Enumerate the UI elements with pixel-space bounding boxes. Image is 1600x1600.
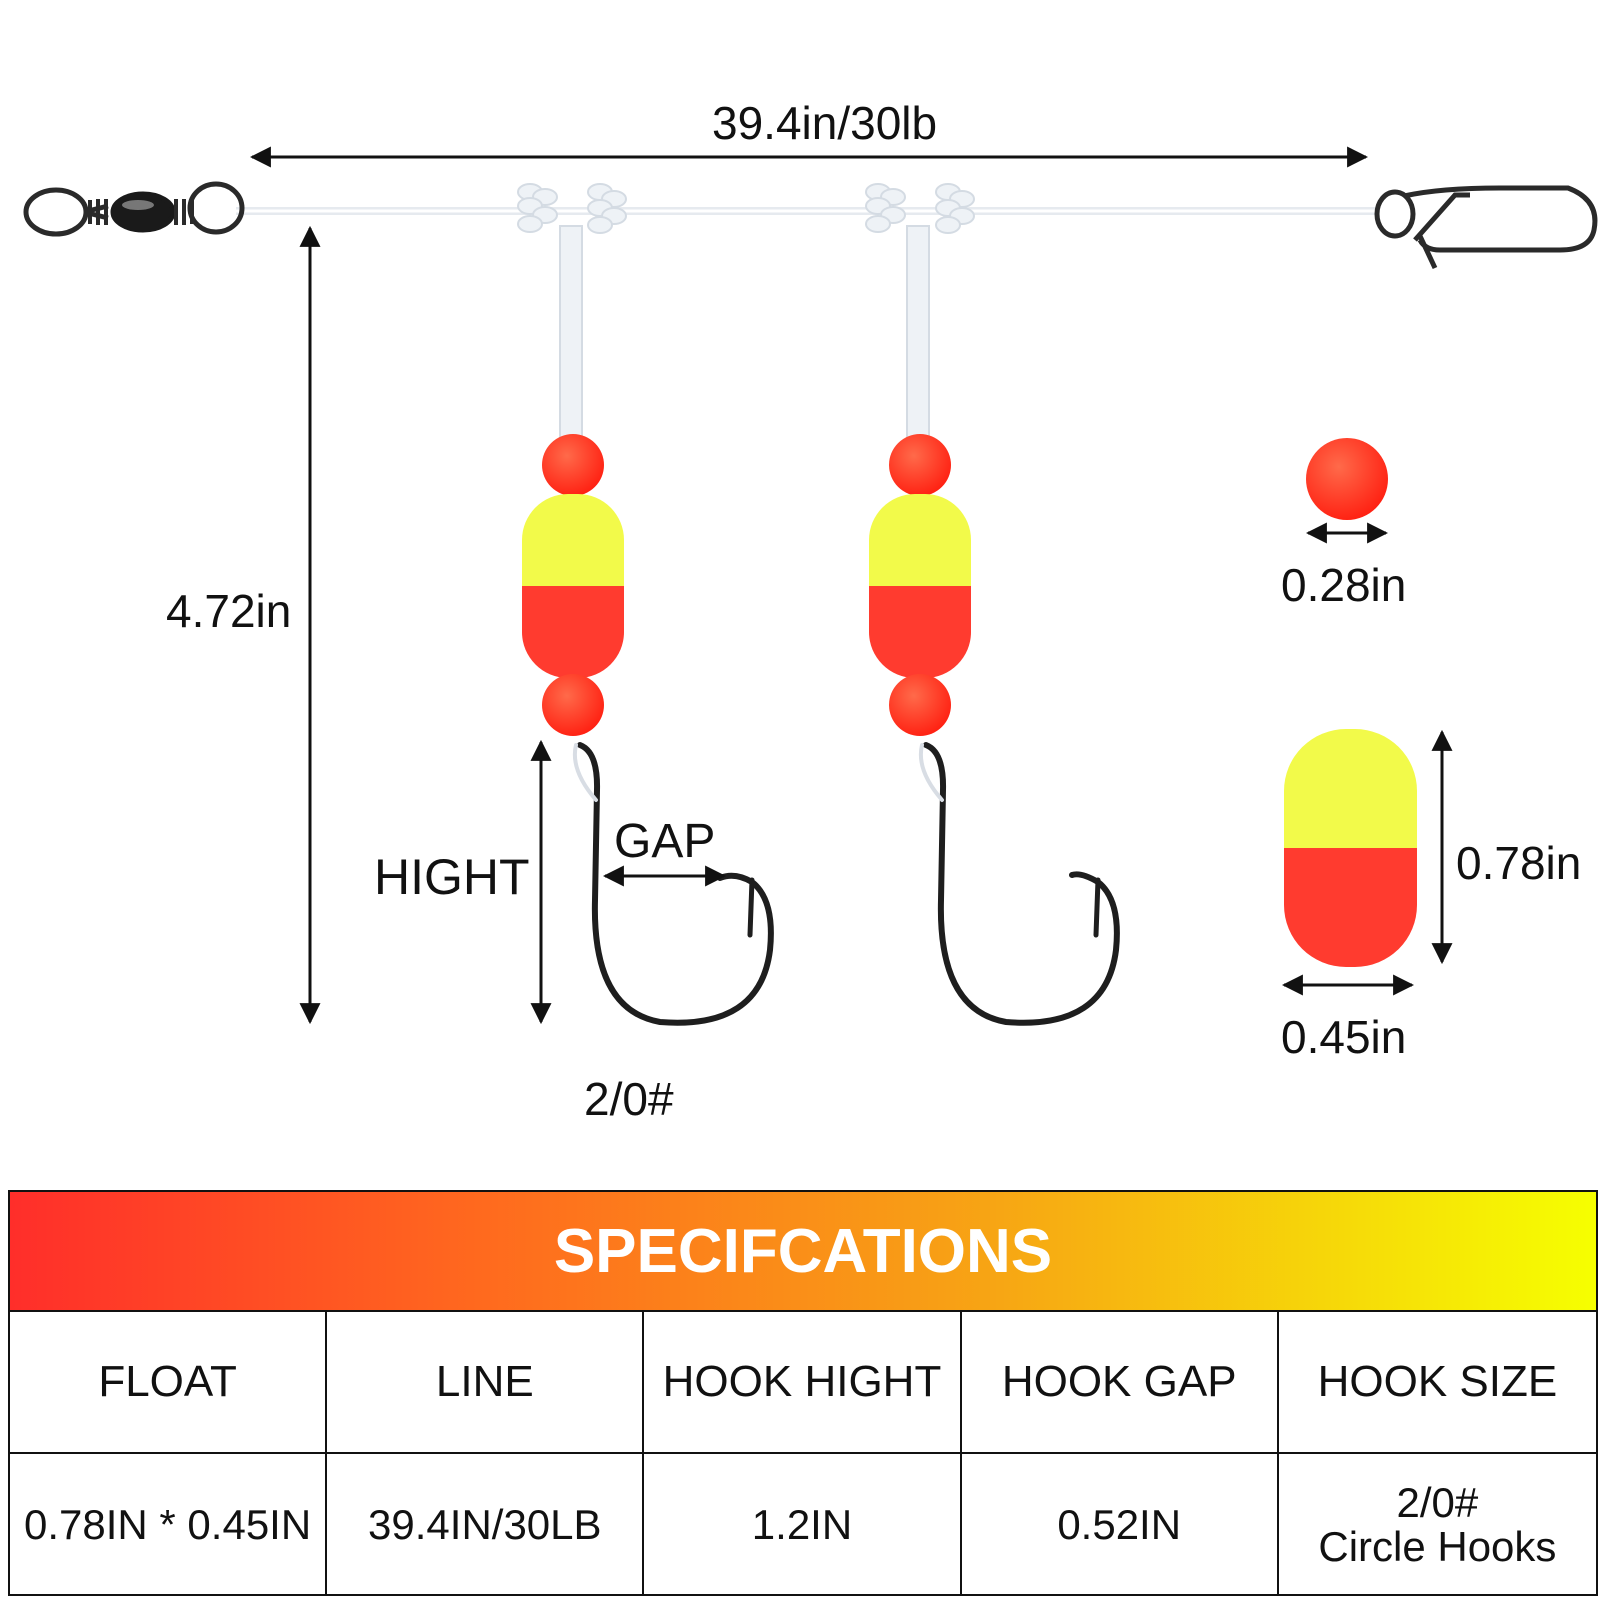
float-length-label: 0.78in — [1456, 837, 1582, 889]
hook-height-label: HIGHT — [374, 849, 530, 905]
hook-gap-label: GAP — [614, 815, 716, 868]
spec-header-float: FLOAT — [10, 1312, 328, 1454]
circle-hook-icon — [919, 742, 1120, 1026]
spec-header-hook-height: HOOK HIGHT — [644, 1312, 962, 1454]
specifications-table: SPECIFCATIONS FLOAT LINE HOOK HIGHT HOOK… — [8, 1190, 1598, 1596]
spec-header-hook-size: HOOK SIZE — [1278, 1312, 1596, 1454]
barrel-swivel-icon — [23, 181, 245, 237]
hook-size-label: 2/0# — [584, 1073, 674, 1125]
specifications-grid: FLOAT LINE HOOK HIGHT HOOK GAP HOOK SIZE… — [10, 1312, 1596, 1596]
dropper-line-left — [559, 225, 583, 447]
spec-value-line: 39.4IN/30LB — [327, 1454, 645, 1596]
line-length-label: 39.4in/30lb — [712, 97, 938, 149]
float-icon — [869, 494, 971, 678]
float-icon — [522, 494, 624, 678]
spec-value-hook-gap: 0.52IN — [962, 1454, 1279, 1596]
snap-clip-icon — [1374, 185, 1598, 270]
bead-diameter-label: 0.28in — [1281, 559, 1407, 611]
spec-header-hook-gap: HOOK GAP — [961, 1312, 1279, 1454]
float-detail-icon — [1284, 729, 1417, 967]
bead-icon — [542, 674, 604, 736]
dropper-line-right — [906, 225, 930, 447]
specifications-title: SPECIFCATIONS — [10, 1192, 1596, 1312]
spec-value-hook-height: 1.2IN — [644, 1454, 962, 1596]
spec-header-line: LINE — [327, 1312, 645, 1454]
spec-value-hook-size: 2/0# Circle Hooks — [1318, 1478, 1557, 1570]
float-width-label: 0.45in — [1281, 1011, 1407, 1063]
bead-icon — [889, 674, 951, 736]
dropper-knot-left — [517, 183, 627, 234]
rig-height-label: 4.72in — [166, 585, 292, 637]
bead-icon — [542, 434, 604, 496]
bead-detail-icon — [1306, 438, 1388, 520]
dropper-knot-right — [865, 183, 975, 234]
spec-value-float: 0.78IN * 0.45IN — [10, 1454, 328, 1596]
bead-icon — [889, 434, 951, 496]
rig-diagram — [23, 146, 1598, 1026]
circle-hook-icon — [573, 742, 774, 1026]
